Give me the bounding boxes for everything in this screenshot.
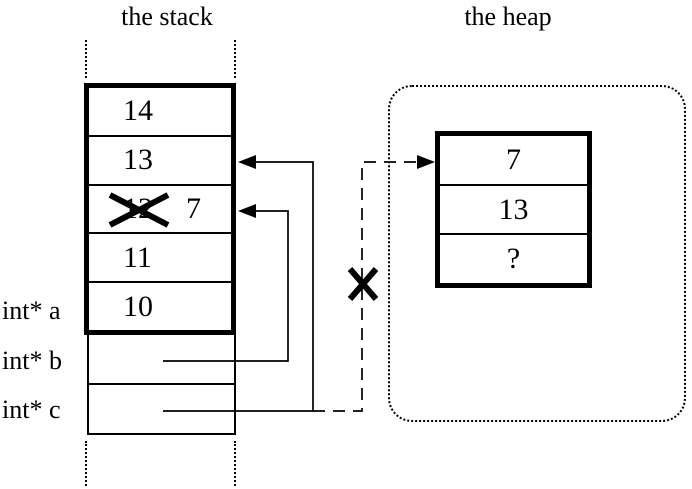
stack-cell-overwritten: 12 7 [89, 186, 231, 235]
heap-cell-value: ? [506, 242, 521, 276]
heap-cell-value: 13 [498, 192, 529, 226]
invalidated-pointer-x-icon [347, 267, 379, 301]
heap-cell: ? [440, 235, 587, 283]
pointer-cell-b [89, 335, 234, 385]
stack-cell: 10 [89, 283, 231, 330]
heap-cell-value: 7 [506, 142, 521, 176]
stack-guide-top-left [85, 40, 87, 78]
pointer-label-a: int* a [2, 296, 61, 325]
stack-cell: 11 [89, 234, 231, 284]
heap-block-box: 7 13 ? [435, 131, 592, 288]
heap-cell: 7 [440, 136, 587, 186]
stack-guide-bottom-left [85, 441, 87, 486]
pointer-label-b: int* b [2, 346, 62, 375]
stack-cell-value: 13 [123, 143, 153, 177]
stack-cell-value: 11 [123, 240, 152, 274]
stack-cell-new-value: 7 [186, 191, 201, 225]
stack-cell-value: 10 [123, 289, 153, 323]
stack-title: the stack [121, 2, 213, 31]
pointer-label-c: int* c [2, 395, 61, 424]
pointer-c-arrowhead-icon [238, 155, 256, 169]
heap-title: the heap [464, 2, 552, 31]
stack-cell: 13 [89, 137, 231, 186]
stack-pointer-cells-box [87, 335, 236, 435]
pointer-cell-c [89, 385, 234, 434]
stack-frame-box: 14 13 12 7 11 10 [84, 83, 236, 335]
stack-guide-top-right [234, 40, 236, 78]
stack-cell-value: 14 [123, 94, 153, 128]
stack-cell: 14 [89, 88, 231, 137]
pointer-b-arrowhead-icon [238, 204, 256, 218]
stack-cell-old-value: 12 [123, 191, 153, 225]
stack-guide-bottom-right [234, 441, 236, 486]
heap-cell: 13 [440, 186, 587, 236]
